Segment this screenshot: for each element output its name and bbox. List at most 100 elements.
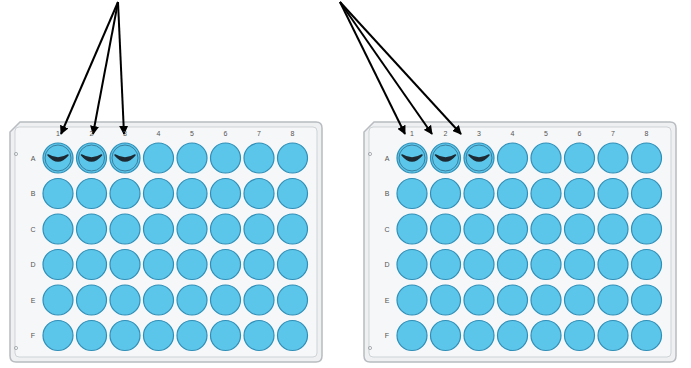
row-letter: E [385, 297, 390, 304]
well [498, 143, 528, 173]
row-letter: A [31, 155, 36, 162]
row-letter: C [384, 226, 389, 233]
well [464, 285, 494, 315]
well-rim [399, 145, 425, 171]
well [531, 285, 561, 315]
row-letter: B [31, 190, 36, 197]
well [110, 214, 140, 244]
well [531, 321, 561, 351]
well-content [115, 155, 135, 161]
plate-inner-rim [15, 127, 317, 357]
well [498, 250, 528, 280]
well [464, 321, 494, 351]
well-rim [433, 145, 459, 171]
well [498, 285, 528, 315]
orientation-mark [14, 152, 17, 155]
well [110, 285, 140, 315]
well [397, 321, 427, 351]
well [177, 179, 207, 209]
well [211, 321, 241, 351]
well [278, 179, 308, 209]
row-letter: B [385, 190, 390, 197]
well [43, 321, 73, 351]
row-letter: D [384, 261, 389, 268]
well [565, 179, 595, 209]
column-number: 1 [410, 130, 414, 137]
well [110, 179, 140, 209]
column-number: 4 [157, 130, 161, 137]
well [244, 143, 274, 173]
column-number: 2 [444, 130, 448, 137]
well [431, 143, 461, 173]
column-number: 3 [477, 130, 481, 137]
well [397, 250, 427, 280]
well [397, 143, 427, 173]
well [77, 214, 107, 244]
orientation-mark [368, 346, 371, 349]
well [565, 321, 595, 351]
well [431, 250, 461, 280]
row-letter: D [30, 261, 35, 268]
well [431, 321, 461, 351]
well [598, 250, 628, 280]
well [632, 321, 662, 351]
well [632, 214, 662, 244]
well [632, 250, 662, 280]
column-number: 2 [90, 130, 94, 137]
well [278, 285, 308, 315]
well [43, 143, 73, 173]
well [144, 143, 174, 173]
column-number: 8 [645, 130, 649, 137]
well [211, 143, 241, 173]
column-number: 6 [224, 130, 228, 137]
well [565, 250, 595, 280]
well [144, 179, 174, 209]
column-number: 7 [257, 130, 261, 137]
well-content [469, 155, 489, 161]
well [431, 214, 461, 244]
orientation-mark [368, 152, 371, 155]
well [397, 285, 427, 315]
well [531, 250, 561, 280]
well [43, 214, 73, 244]
well [632, 285, 662, 315]
well [598, 321, 628, 351]
column-number: 7 [611, 130, 615, 137]
well [598, 285, 628, 315]
well [77, 285, 107, 315]
well [177, 285, 207, 315]
row-letter: A [385, 155, 390, 162]
well-content [82, 155, 102, 161]
well [565, 285, 595, 315]
well [177, 143, 207, 173]
well [565, 214, 595, 244]
well [598, 214, 628, 244]
well [43, 250, 73, 280]
well [244, 214, 274, 244]
well [43, 285, 73, 315]
column-number: 3 [123, 130, 127, 137]
row-letter: F [31, 332, 35, 339]
well-rim [112, 145, 138, 171]
orientation-mark [14, 346, 17, 349]
well [177, 250, 207, 280]
well-content [436, 155, 456, 161]
well [244, 321, 274, 351]
well [431, 285, 461, 315]
well [464, 250, 494, 280]
well [177, 214, 207, 244]
column-number: 5 [190, 130, 194, 137]
well [632, 143, 662, 173]
well-content [48, 155, 68, 161]
well [211, 250, 241, 280]
well [278, 143, 308, 173]
well [397, 179, 427, 209]
well-content [402, 155, 422, 161]
well [144, 321, 174, 351]
well [565, 143, 595, 173]
well [43, 179, 73, 209]
well [144, 250, 174, 280]
row-letter: C [30, 226, 35, 233]
well [211, 285, 241, 315]
